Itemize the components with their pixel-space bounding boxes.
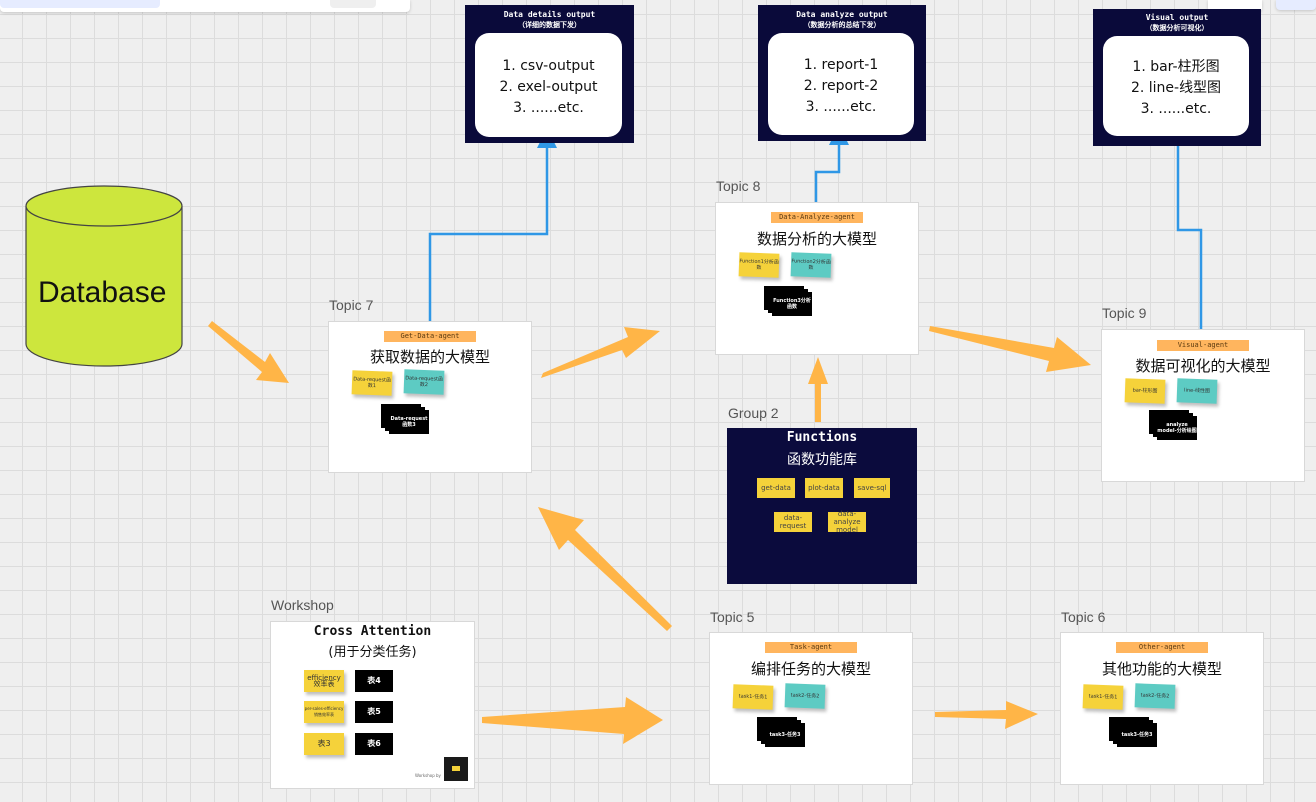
function-item[interactable]: data-request <box>774 512 812 532</box>
topic7-tag: Get-Data-agent <box>384 331 476 342</box>
analyze-item-3: 3. ......etc. <box>805 99 877 115</box>
workshop-logo-icon <box>444 757 468 781</box>
group2-frame-label: Group 2 <box>728 405 779 421</box>
sticky-note[interactable]: task1-任务1 <box>732 684 774 710</box>
sticky-note[interactable]: Data-request函数1 <box>351 370 393 396</box>
arrow-group2-to-topic8 <box>808 357 828 422</box>
visual-output-subtitle: （数据分析可视化） <box>1145 24 1209 32</box>
sticky-note[interactable]: Data-request函数3 <box>389 410 429 434</box>
sticky-note[interactable]: analyze model-分析绘图 <box>1157 416 1197 440</box>
visual-output-list: 1. bar-柱形图 2. line-线型图 3. ......etc. <box>1103 36 1249 136</box>
sticky-note[interactable]: task1-任务1 <box>1082 684 1124 710</box>
sticky-note[interactable]: 表6 <box>355 733 393 755</box>
topic9-frame-label: Topic 9 <box>1102 305 1147 321</box>
sticky-note[interactable]: task3-任务3 <box>765 723 805 747</box>
visual-output-title: Visual output <box>1145 13 1209 22</box>
workshop-frame[interactable]: Cross Attention (用于分类任务) efficiency 效率表 … <box>270 621 475 789</box>
sticky-note[interactable]: task2-任务2 <box>784 683 826 709</box>
analyze-output-list: 1. report-1 2. report-2 3. ......etc. <box>768 33 914 135</box>
topic5-frame-label: Topic 5 <box>710 609 755 625</box>
topic6-title: 其他功能的大模型 <box>1101 660 1222 678</box>
arrow-workshop-to-topic5 <box>482 697 663 744</box>
topic8-frame[interactable]: Data-Analyze-agent 数据分析的大模型 Function1分析函… <box>715 202 919 355</box>
database-icon[interactable] <box>24 184 184 370</box>
arrow-topic8-to-topic9 <box>929 326 1091 372</box>
functions-subtitle: 函数功能库 <box>787 452 857 468</box>
visual-item-1: 1. bar-柱形图 <box>1132 59 1220 75</box>
workshop-subtitle: (用于分类任务) <box>328 645 417 660</box>
visual-item-2: 2. line-线型图 <box>1130 80 1222 96</box>
analyze-item-2: 2. report-2 <box>803 78 879 94</box>
connector-topic8-to-analyze <box>814 125 849 202</box>
details-output-subtitle: （详细的数据下发） <box>518 21 581 29</box>
visual-item-3: 3. ......etc. <box>1140 101 1212 117</box>
topic7-frame-label: Topic 7 <box>329 297 374 313</box>
topic7-frame[interactable]: Get-Data-agent 获取数据的大模型 Data-request函数1 … <box>328 321 532 473</box>
workshop-frame-label: Workshop <box>271 597 334 613</box>
details-output-list: 1. csv-output 2. exel-output 3. ......et… <box>475 33 622 137</box>
topic8-tag: Data-Analyze-agent <box>771 212 863 223</box>
topic9-title: 数据可视化的大模型 <box>1135 357 1271 375</box>
toolbar-button[interactable] <box>330 0 376 8</box>
topic6-frame-label: Topic 6 <box>1061 609 1106 625</box>
topic9-frame[interactable]: Visual-agent 数据可视化的大模型 bar-柱形图 line-线性图 … <box>1101 329 1305 482</box>
workshop-footer: Workshop by <box>415 773 441 778</box>
functions-box[interactable]: Functions 函数功能库 get-data plot-data save-… <box>727 428 917 584</box>
top-toolbar-left[interactable] <box>0 0 410 12</box>
sticky-note[interactable]: Function3分析函数 <box>772 292 812 316</box>
sticky-note[interactable]: 表3 <box>304 733 344 755</box>
details-item-2: 2. exel-output <box>499 79 598 95</box>
function-item[interactable]: save-sql <box>854 478 890 498</box>
function-item[interactable]: get-data <box>757 478 795 498</box>
connector-topic7-to-details <box>428 128 557 322</box>
toolbar-tab-active[interactable] <box>0 0 160 8</box>
sticky-note[interactable]: Function1分析函数 <box>738 252 780 278</box>
sticky-note[interactable]: 表4 <box>355 670 393 692</box>
details-output-box[interactable]: Data details output （详细的数据下发） 1. csv-out… <box>465 5 634 143</box>
sticky-note[interactable]: task2-任务2 <box>1134 683 1176 709</box>
top-toolbar-right[interactable] <box>1276 0 1316 10</box>
sticky-note[interactable]: Function2分析函数 <box>790 252 832 278</box>
details-item-3: 3. ......etc. <box>513 100 584 116</box>
sticky-note[interactable]: line-线性图 <box>1176 378 1218 404</box>
arrow-database-to-topic7 <box>208 321 289 383</box>
function-item[interactable]: plot-data <box>805 478 843 498</box>
topic6-tag: Other-agent <box>1116 642 1208 653</box>
sticky-note[interactable]: bar-柱形图 <box>1124 378 1166 404</box>
arrow-topic7-to-topic8 <box>541 327 660 378</box>
details-output-title: Data details output <box>503 10 596 19</box>
functions-title: Functions <box>786 430 858 445</box>
topic7-title: 获取数据的大模型 <box>369 348 490 366</box>
arrow-topic5-to-topic7 <box>538 507 672 631</box>
sticky-note[interactable]: task3-任务3 <box>1117 723 1157 747</box>
topic8-title: 数据分析的大模型 <box>756 230 877 248</box>
analyze-output-box[interactable]: Data analyze output （数据分析的总结下发） 1. repor… <box>758 5 926 141</box>
topic9-tag: Visual-agent <box>1157 340 1249 351</box>
topic5-title: 编排任务的大模型 <box>750 660 871 678</box>
visual-output-box[interactable]: Visual output （数据分析可视化） 1. bar-柱形图 2. li… <box>1093 9 1261 146</box>
sticky-note[interactable]: per-sales-efficiency 销售效率表 <box>304 701 344 723</box>
analyze-output-title: Data analyze output <box>796 10 888 19</box>
sticky-note[interactable]: 表5 <box>355 701 393 723</box>
topic5-tag: Task-agent <box>765 642 857 653</box>
analyze-item-1: 1. report-1 <box>803 57 879 73</box>
topic6-frame[interactable]: Other-agent 其他功能的大模型 task1-任务1 task2-任务2… <box>1060 632 1264 785</box>
sticky-note[interactable]: efficiency 效率表 <box>304 670 344 692</box>
database-label: Database <box>38 276 167 309</box>
details-item-1: 1. csv-output <box>502 58 595 74</box>
function-item[interactable]: data-analyze model <box>828 510 866 534</box>
topic5-frame[interactable]: Task-agent 编排任务的大模型 task1-任务1 task2-任务2 … <box>709 632 913 785</box>
sticky-note[interactable]: Data-request函数2 <box>403 369 445 395</box>
workshop-title: Cross Attention <box>313 624 432 639</box>
arrow-topic5-to-topic6 <box>935 701 1038 729</box>
topic8-frame-label: Topic 8 <box>716 178 761 194</box>
analyze-output-subtitle: （数据分析的总结下发） <box>803 21 881 29</box>
